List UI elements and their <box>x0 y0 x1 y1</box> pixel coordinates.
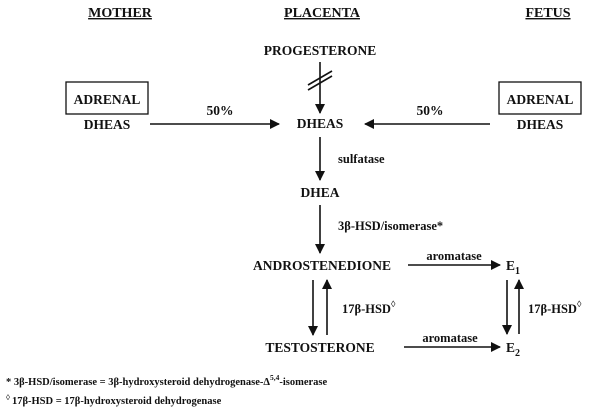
placental-dheas-label: DHEAS <box>297 116 344 131</box>
testosterone-label: TESTOSTERONE <box>265 340 374 355</box>
placenta-header: PLACENTA <box>284 6 361 21</box>
fetus-header: FETUS <box>525 6 570 21</box>
block-slash-1 <box>307 70 333 86</box>
androstenedione-label: ANDROSTENEDIONE <box>253 258 391 273</box>
fetal-adrenal-box <box>498 81 582 115</box>
progesterone-label: PROGESTERONE <box>264 43 377 58</box>
hsd3-label: 3β-HSD/isomerase* <box>338 219 443 233</box>
hsd17-left-label: 17β-HSD◊ <box>342 299 396 316</box>
sulfatase-label: sulfatase <box>338 152 385 166</box>
maternal-dheas-label: DHEAS <box>84 117 131 132</box>
fetal-percent-label: 50% <box>417 103 444 118</box>
fetal-adrenal-label: ADRENAL <box>507 92 574 107</box>
footnote-hsd3: * 3β-HSD/isomerase = 3β-hydroxysteroid d… <box>6 373 327 388</box>
mother-header: MOTHER <box>88 6 153 21</box>
fetal-dheas-label: DHEAS <box>517 117 564 132</box>
maternal-percent-label: 50% <box>207 103 234 118</box>
block-slash-2 <box>307 75 333 91</box>
e1-label: E1 <box>506 258 520 277</box>
aromatase-bottom-label: aromatase <box>422 331 478 345</box>
dhea-label: DHEA <box>300 185 339 200</box>
footnote-hsd17: ◊17β-HSD = 17β-hydroxysteroid dehydrogen… <box>6 393 222 407</box>
hsd17-right-label: 17β-HSD◊ <box>528 299 582 316</box>
aromatase-top-label: aromatase <box>426 249 482 263</box>
maternal-adrenal-label: ADRENAL <box>74 92 141 107</box>
e2-label: E2 <box>506 340 520 359</box>
maternal-adrenal-box <box>65 81 149 115</box>
